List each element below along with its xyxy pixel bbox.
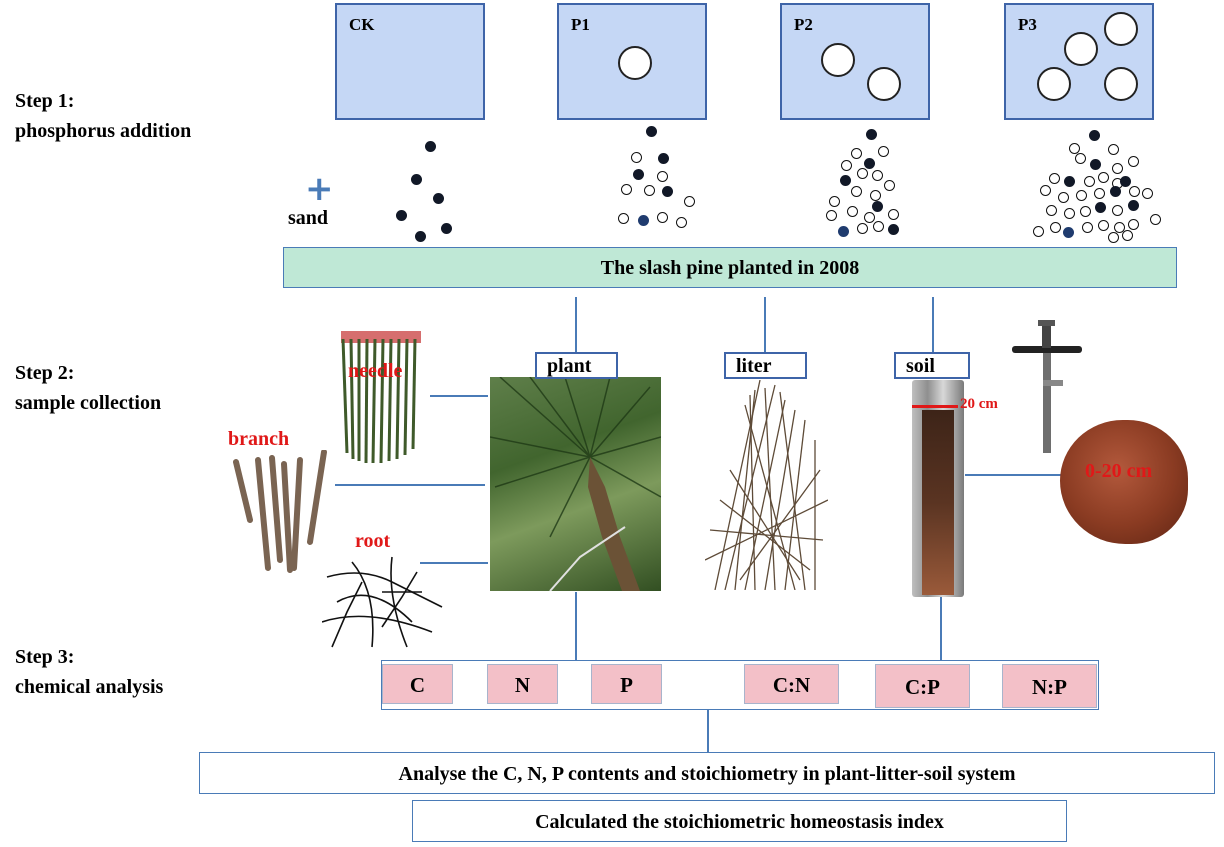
liter-label: liter xyxy=(724,352,807,379)
plot-label-p3: P3 xyxy=(1018,15,1037,34)
step1-heading: Step 1: phosphorus addition xyxy=(15,86,191,146)
ratio-c-p: C:P xyxy=(875,664,970,708)
soil-auger-image xyxy=(1010,320,1085,455)
connector-line xyxy=(764,297,766,352)
soil-sample-label: 0-20 cm xyxy=(1085,460,1153,482)
plot-ck: CK xyxy=(335,3,485,120)
branch-label: branch xyxy=(228,428,290,450)
analyse-box: Analyse the C, N, P contents and stoichi… xyxy=(199,752,1215,794)
soil-label: soil xyxy=(894,352,970,379)
sand-label: sand xyxy=(288,207,329,229)
step1-title: Step 1: xyxy=(15,90,75,112)
plant-photo xyxy=(489,376,662,592)
litter-image xyxy=(704,379,829,591)
element-n: N xyxy=(487,664,558,704)
plot-label-p2: P2 xyxy=(794,15,813,34)
step3-subtitle: chemical analysis xyxy=(15,676,164,698)
plot-p3: P3 xyxy=(1004,3,1154,120)
ratio-c-n: C:N xyxy=(744,664,839,704)
soil-sample-image xyxy=(1060,420,1188,544)
phosphorus-circle xyxy=(1104,67,1138,101)
root-image xyxy=(321,552,444,652)
step2-subtitle: sample collection xyxy=(15,392,162,414)
step1-subtitle: phosphorus addition xyxy=(15,120,192,142)
depth-marker xyxy=(912,405,958,408)
needle-image xyxy=(333,325,429,465)
step3-title: Step 3: xyxy=(15,646,75,668)
plant-label: plant xyxy=(535,352,618,379)
stand-banner: The slash pine planted in 2008 xyxy=(283,247,1177,288)
connector-line xyxy=(575,297,577,352)
phosphorus-circle xyxy=(867,67,901,101)
connector-line xyxy=(575,592,577,660)
ratio-n-p: N:P xyxy=(1002,664,1097,708)
needle-label: needle xyxy=(348,360,403,382)
connector-line xyxy=(335,484,485,486)
plot-label-p1: P1 xyxy=(571,15,590,34)
phosphorus-circle xyxy=(821,43,855,77)
homeostasis-box: Calculated the stoichiometric homeostasi… xyxy=(412,800,1067,842)
plot-p2: P2 xyxy=(780,3,930,120)
phosphorus-circle xyxy=(618,46,652,80)
step2-heading: Step 2: sample collection xyxy=(15,358,161,418)
step2-title: Step 2: xyxy=(15,362,75,384)
element-p: P xyxy=(591,664,662,704)
connector-line xyxy=(965,474,1065,476)
phosphorus-circle xyxy=(1064,32,1098,66)
connector-line xyxy=(420,562,488,564)
depth-label: 20 cm xyxy=(960,396,998,412)
step3-heading: Step 3: chemical analysis xyxy=(15,642,163,702)
connector-line xyxy=(932,297,934,352)
phosphorus-circle xyxy=(1037,67,1071,101)
plot-label-ck: CK xyxy=(349,15,375,34)
plus-icon: + xyxy=(305,169,334,209)
soil-core-image xyxy=(912,380,964,597)
connector-line xyxy=(430,395,488,397)
branch-image xyxy=(228,449,333,575)
element-c: C xyxy=(382,664,453,704)
plot-p1: P1 xyxy=(557,3,707,120)
connector-line xyxy=(707,710,709,752)
connector-line xyxy=(940,596,942,660)
root-label: root xyxy=(355,530,391,552)
phosphorus-circle xyxy=(1104,12,1138,46)
